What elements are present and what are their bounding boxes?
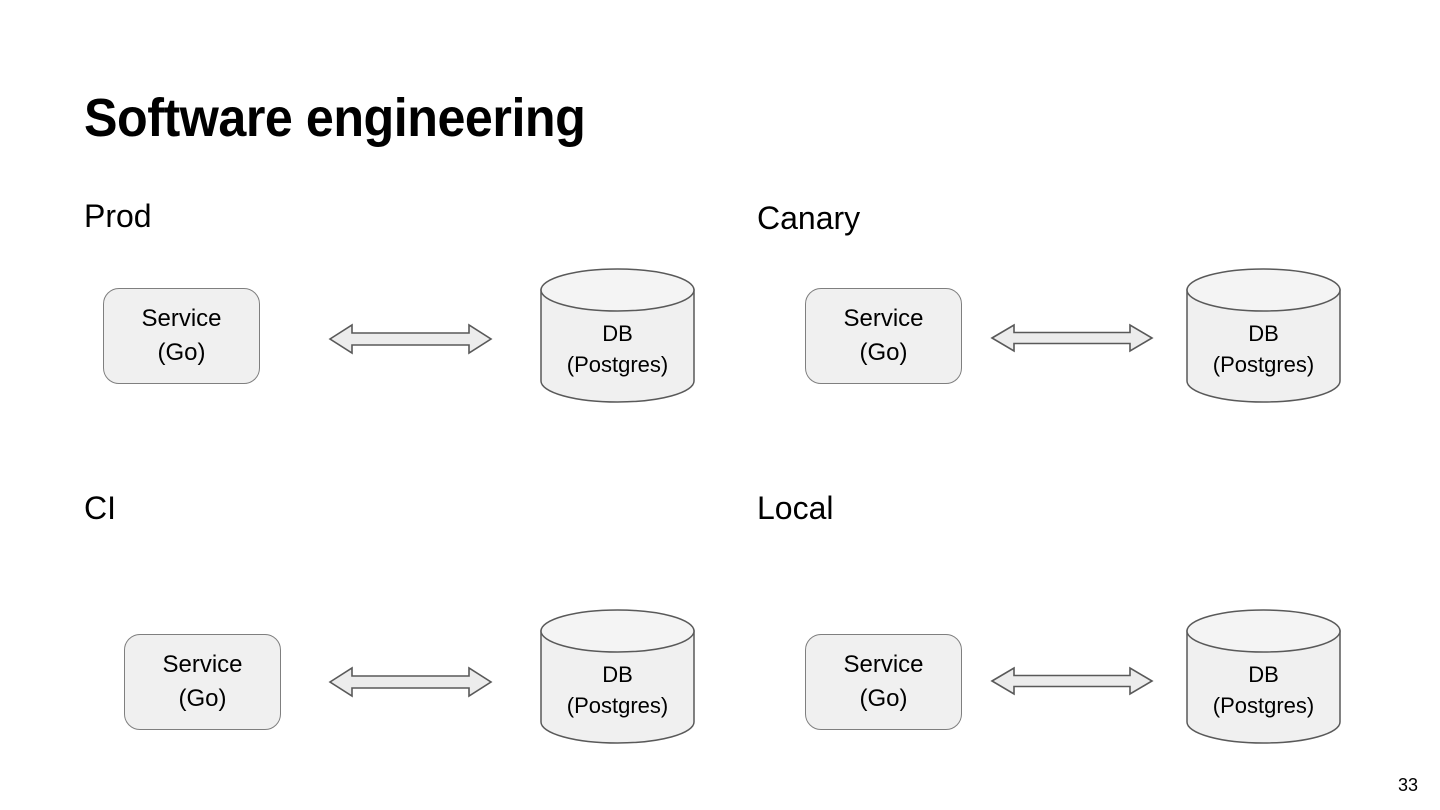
page-number: 33	[1397, 775, 1418, 795]
service-node-prod-line2: (Go)	[157, 339, 206, 366]
section-label-ci: CI	[84, 490, 116, 526]
service-node-canary-line2: (Go)	[859, 339, 908, 366]
double-headed-arrow-icon	[328, 323, 493, 355]
section-label-prod: Prod	[84, 198, 152, 234]
service-node-prod-line1: Service	[141, 305, 222, 332]
service-node-ci-line2: (Go)	[178, 685, 227, 712]
database-cylinder-icon	[540, 609, 695, 744]
service-node-ci-line1: Service	[162, 651, 243, 678]
connector-arrow-prod	[328, 320, 493, 358]
database-cylinder-icon	[540, 268, 695, 403]
service-node-prod: Service (Go)	[103, 288, 260, 384]
service-node-canary-line1: Service	[843, 305, 924, 332]
connector-arrow-ci	[328, 663, 493, 701]
double-headed-arrow-icon	[990, 323, 1154, 353]
service-node-local-line2: (Go)	[859, 685, 908, 712]
database-cylinder-icon	[1186, 268, 1341, 403]
service-node-local: Service (Go)	[805, 634, 962, 730]
service-node-local-line1: Service	[843, 651, 924, 678]
database-node-prod: DB (Postgres)	[540, 268, 695, 403]
database-node-ci: DB (Postgres)	[540, 609, 695, 744]
page-title: Software engineering	[84, 88, 586, 148]
connector-arrow-local	[990, 663, 1154, 699]
section-label-local: Local	[757, 490, 834, 526]
database-node-canary: DB (Postgres)	[1186, 268, 1341, 403]
section-label-canary: Canary	[757, 200, 861, 236]
service-node-canary: Service (Go)	[805, 288, 962, 384]
connector-arrow-canary	[990, 320, 1154, 356]
service-node-ci: Service (Go)	[124, 634, 281, 730]
double-headed-arrow-icon	[328, 666, 493, 698]
double-headed-arrow-icon	[990, 666, 1154, 696]
database-cylinder-icon	[1186, 609, 1341, 744]
database-node-local: DB (Postgres)	[1186, 609, 1341, 744]
